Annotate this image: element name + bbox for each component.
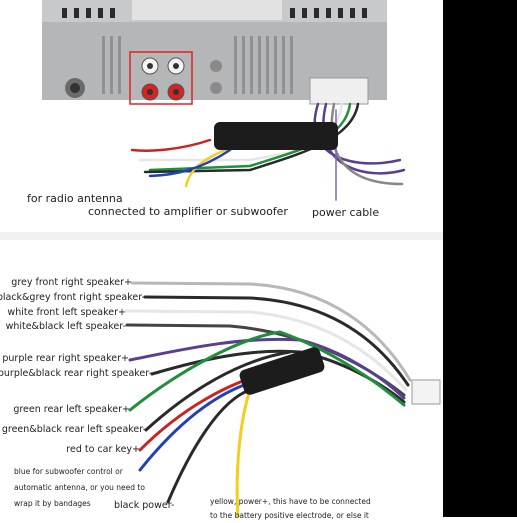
label-white-front-left-plus: white front left speaker+ [7,307,126,318]
label-green-black-rear-left-minus: green&black rear left speaker- [1,424,146,435]
fuse-holder-bottom [239,347,325,395]
black-side-bar [443,0,517,517]
panel-divider [0,232,443,240]
label-power-cable: power cable [312,206,380,219]
note-yellow-line-2: to the battery positive electrode, or el… [210,511,369,520]
label-purple-black-rear-right-minus: purple&black rear right speaker- [0,368,152,379]
label-green-rear-left-plus: green rear left speaker+ [13,404,130,415]
label-red-car-key-plus: red to car key+ [66,444,140,455]
label-amplifier: connected to amplifier or subwoofer [88,205,288,218]
rca-jacks [141,57,185,101]
label-black-power-minus: black power- [114,500,175,511]
harness-wires [124,281,412,517]
note-blue-line-3: wrap it by bandages [14,499,91,508]
chassis-label-sticker [132,0,282,20]
note-blue-line-1: blue for subwoofer control or [14,467,123,476]
radio-back-photo [42,0,406,201]
rca-outline [129,51,193,105]
side-vents [102,36,293,94]
label-purple-rear-right-plus: purple rear right speaker+ [2,353,129,364]
harness-plug [411,379,441,405]
note-blue-line-2: automatic antenna, or you need to [14,483,145,492]
iso-connector [309,77,369,105]
label-grey-front-right-plus: grey front right speaker+ [11,277,132,288]
label-black-grey-front-right-minus: black&grey front right speaker- [0,292,145,303]
label-white-black-left-minus: white&black left speaker- [5,321,126,332]
fuse-holder [214,122,338,150]
wire-harness-diagram [124,281,441,517]
label-radio-antenna: for radio antenna [27,192,123,205]
top-photo-panel: for radio antenna connected to amplifier… [0,0,443,232]
note-yellow-line-1: yellow, power+, this have to be connecte… [210,497,371,506]
top-harness-wires [130,102,406,201]
top-vents [62,8,367,18]
bottom-photo-panel: grey front right speaker+ black&grey fro… [0,240,443,520]
